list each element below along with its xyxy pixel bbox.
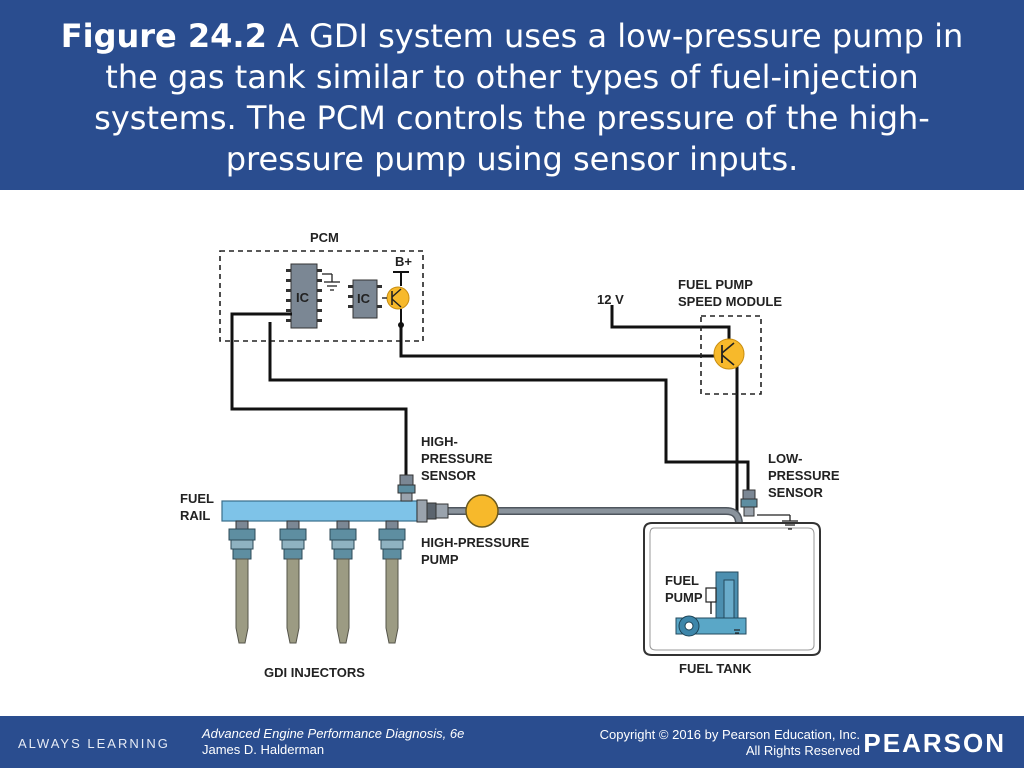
low-pressure-sensor-icon [740,489,758,517]
book-author: James D. Halderman [202,742,325,757]
high-pressure-pump-icon [465,494,499,528]
high-pressure-sensor-line-1: HIGH- [421,434,458,449]
high-pressure-pump-line-1: HIGH-PRESSURE [421,535,530,550]
fuel-pump-line-2: PUMP [665,590,703,605]
gdi-injectors-label: GDI INJECTORS [264,665,365,680]
high-pressure-sensor-line-2: PRESSURE [421,451,493,466]
low-pressure-sensor-line-1: LOW- [768,451,802,466]
book-info: Advanced Engine Performance Diagnosis, 6… [202,726,464,758]
wire-12v-to-speed-module [610,305,731,345]
ground-symbol-pcm [322,273,340,291]
ground-symbol-tank [757,514,798,530]
copyright-text: Copyright © 2016 by Pearson Education, I… [599,727,860,742]
fuel-rail [221,500,418,522]
slide-footer: ALWAYS LEARNING Advanced Engine Performa… [0,716,1024,768]
high-pressure-sensor-icon [397,474,416,502]
low-pressure-sensor-line-3: SENSOR [768,485,824,500]
fuel-pump-line-1: FUEL [665,573,699,588]
gdi-system-diagram: PCM IC IC B+ [180,230,840,680]
fuel-pump-label: FUEL PUMP [665,573,703,605]
figure-label: Figure 24.2 [60,17,267,55]
fuel-tank-label: FUEL TANK [679,661,752,676]
high-pressure-pump-line-2: PUMP [421,552,459,567]
low-pressure-sensor-line-2: PRESSURE [768,468,840,483]
fuel-pump-speed-module-line-2: SPEED MODULE [678,294,782,309]
fuel-rail-label: FUEL RAIL [180,491,214,523]
ic-label-1: IC [296,290,310,305]
gdi-injector-2 [279,520,307,644]
book-title: Advanced Engine Performance Diagnosis, 6… [202,726,465,741]
fuel-rail-line-2: RAIL [180,508,210,523]
wire-pcm-to-speed-module [399,325,716,358]
gdi-injector-1 [228,520,256,644]
gdi-injector-3 [329,520,357,644]
wire-pcm-to-high-pressure-sensor [230,312,408,478]
fuel-rail-line-1: FUEL [180,491,214,506]
fuel-tank-inner-wall [649,527,815,651]
gdi-injector-4 [378,520,406,644]
wire-pcm-to-low-pressure-sensor [268,322,750,490]
speed-module-transistor-icon [713,338,745,370]
slide-title: Figure 24.2 A GDI system uses a low-pres… [0,0,1024,190]
pcm-box [219,250,424,342]
twelve-volt-label: 12 V [597,292,624,307]
in-tank-fuel-pump-icon [675,571,747,637]
ic-chip-1: IC [286,263,322,329]
pcm-transistor-icon [382,271,410,328]
high-pressure-pump-label: HIGH-PRESSURE PUMP [421,535,530,567]
fuel-pump-speed-module-line-1: FUEL PUMP [678,277,753,292]
ic-label-2: IC [357,291,371,306]
fuel-rail-fittings [416,499,449,523]
high-pressure-sensor-label: HIGH- PRESSURE SENSOR [421,434,493,483]
low-pressure-sensor-label: LOW- PRESSURE SENSOR [768,451,840,500]
fuel-pump-speed-module-label: FUEL PUMP SPEED MODULE [678,277,782,309]
high-pressure-sensor-line-3: SENSOR [421,468,477,483]
copyright-info: Copyright © 2016 by Pearson Education, I… [600,727,860,759]
rights-text: All Rights Reserved [745,743,860,758]
ic-chip-2: IC [348,279,382,319]
figure-caption: A GDI system uses a low-pressure pump in… [94,17,964,178]
speed-module-box [700,315,762,395]
b-plus-label: B+ [395,254,412,269]
pearson-logo: PEARSON [863,728,1006,758]
always-learning-tagline: ALWAYS LEARNING [18,736,170,751]
pcm-label: PCM [310,230,339,245]
